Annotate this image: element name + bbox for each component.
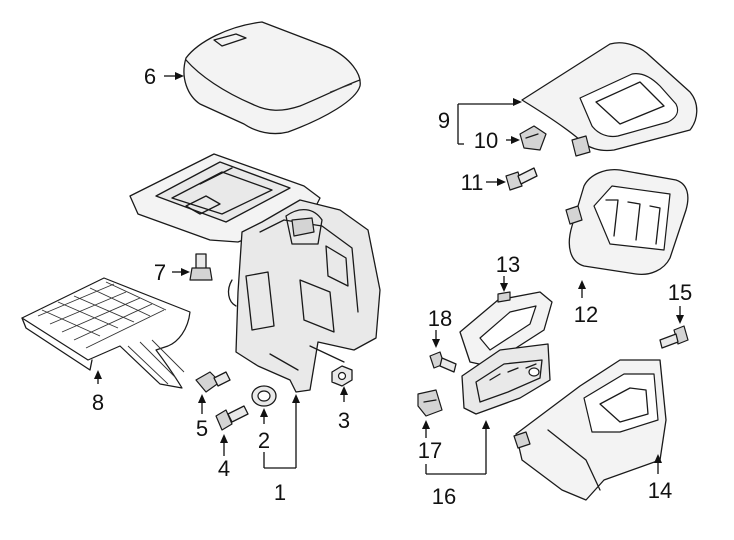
callout-17: 17 (418, 438, 442, 463)
part-5-bolt (195, 371, 231, 393)
part-11-screw (505, 167, 538, 191)
callout-5: 5 (196, 416, 208, 441)
callout-1: 1 (274, 480, 286, 505)
part-rear-trim-panel (521, 42, 698, 157)
part-14-rear-console (513, 359, 667, 501)
part-7-bolt (189, 253, 213, 281)
callout-10: 10 (474, 128, 498, 153)
callout-7: 7 (154, 260, 166, 285)
part-16-switch-panel (461, 343, 551, 415)
part-2-grommet (251, 385, 277, 407)
callout-9: 9 (438, 108, 450, 133)
callout-4: 4 (218, 456, 230, 481)
callout-8: 8 (92, 390, 104, 415)
callout-15: 15 (668, 280, 692, 305)
part-1-console-housing (129, 153, 381, 393)
callout-2: 2 (258, 428, 270, 453)
part-10-clip (519, 125, 547, 151)
part-18-screw (429, 351, 457, 373)
part-17-clip (417, 389, 443, 417)
callout-3: 3 (338, 408, 350, 433)
part-12-rear-vent (565, 168, 689, 276)
callout-6: 6 (144, 64, 156, 89)
callout-18: 18 (428, 306, 452, 331)
part-3-nut (331, 365, 353, 387)
part-4-screw (215, 405, 249, 431)
part-8-storage-mat (21, 277, 191, 389)
callout-12: 12 (574, 302, 598, 327)
part-15-screw (659, 325, 689, 349)
callout-16: 16 (432, 484, 456, 509)
leader-lines (94, 72, 684, 475)
callout-11: 11 (461, 170, 484, 195)
part-armrest-lid (183, 21, 361, 135)
callout-13: 13 (496, 252, 520, 277)
part-13-storage-bin (459, 291, 553, 367)
callout-labels: 1 2 3 4 5 6 7 8 9 10 11 12 13 14 15 16 1… (92, 64, 692, 509)
callout-14: 14 (648, 478, 672, 503)
